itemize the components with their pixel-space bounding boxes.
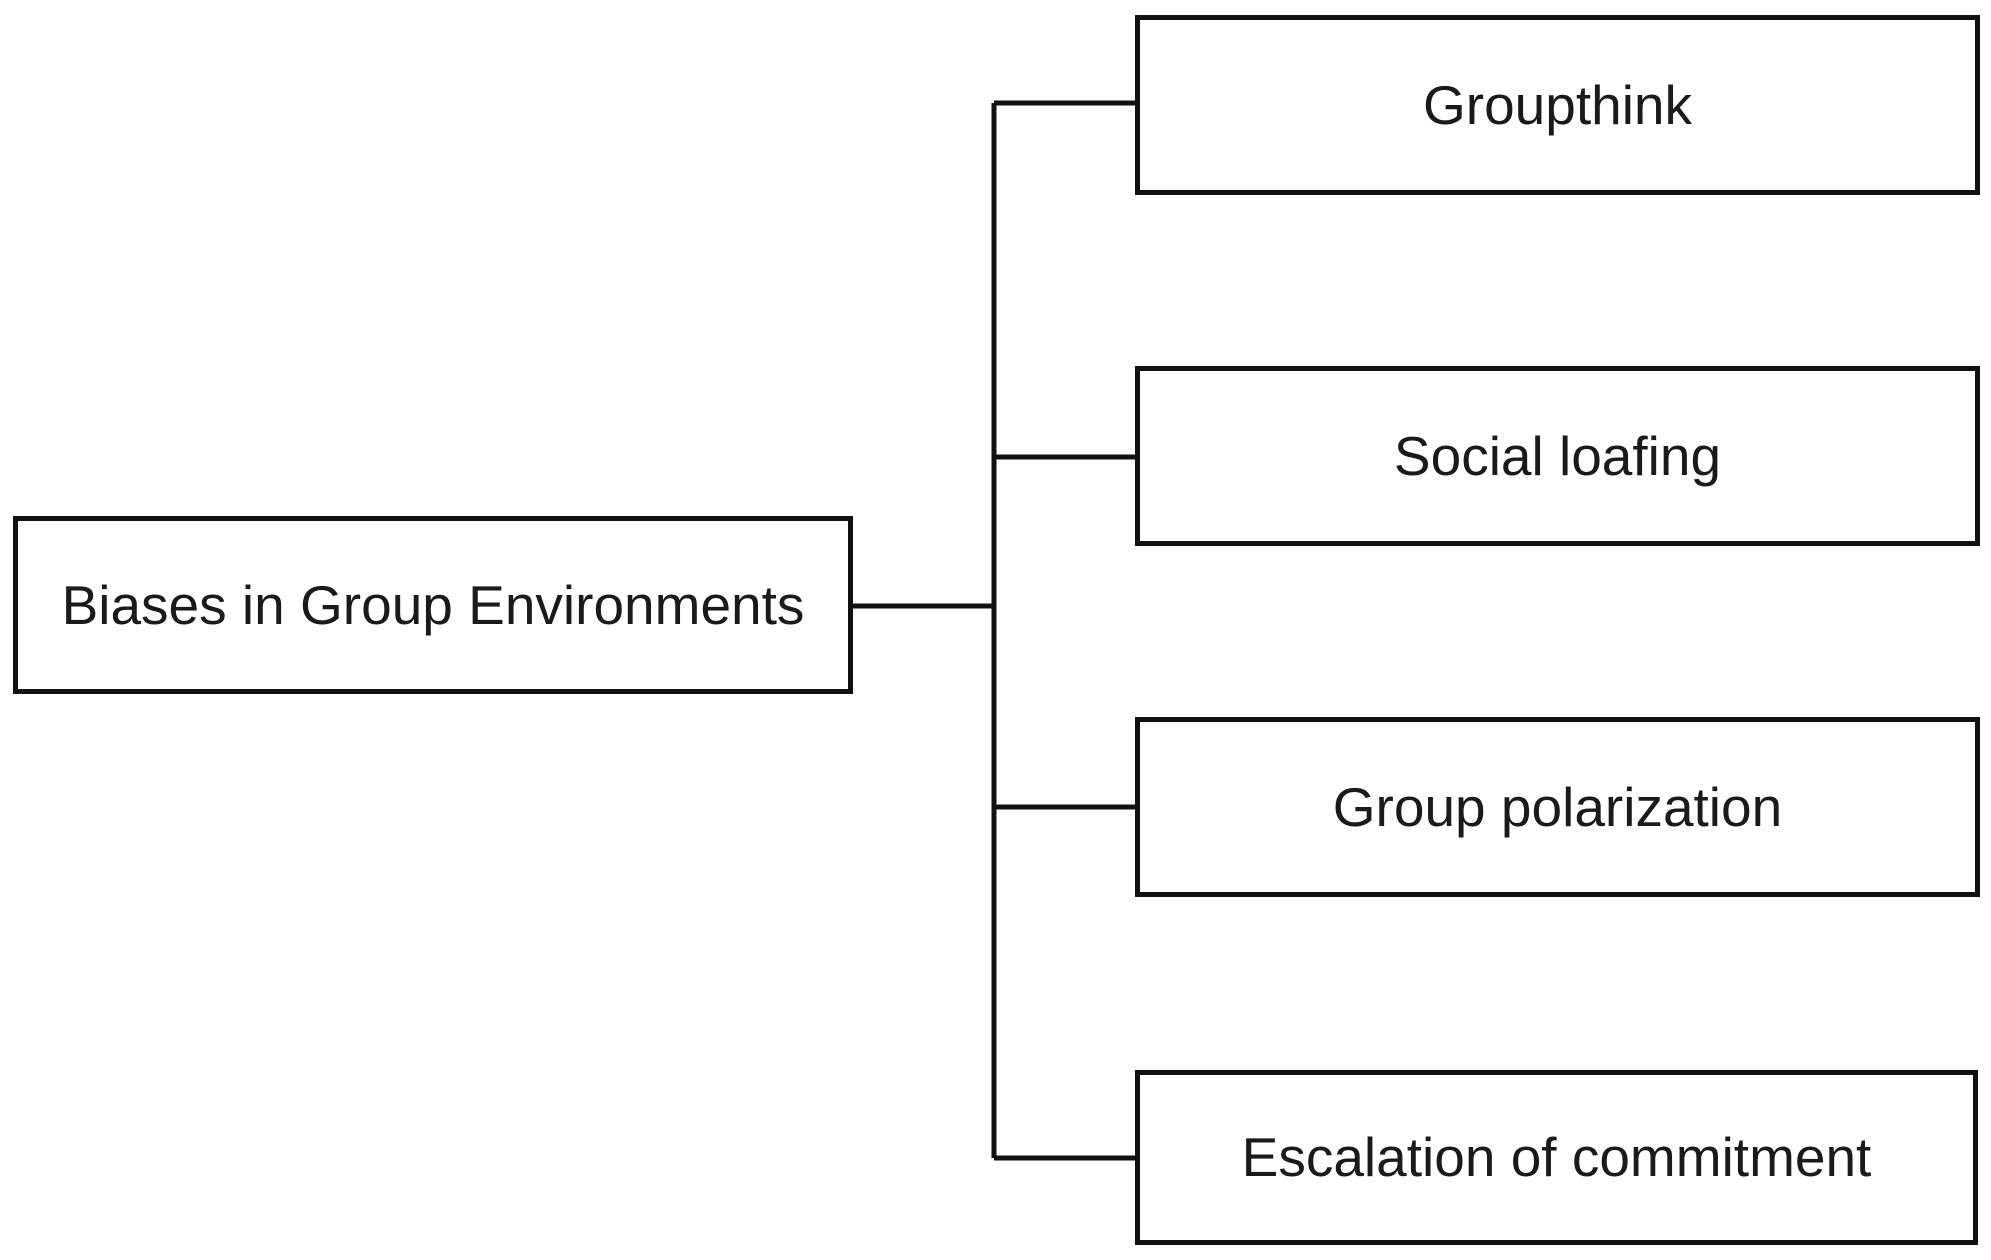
root-node-label: Biases in Group Environments: [61, 573, 805, 636]
child-node-label-social-loafing: Social loafing: [1393, 424, 1722, 487]
root-node[interactable]: Biases in Group Environments: [13, 516, 853, 694]
child-node-label-groupthink: Groupthink: [1422, 73, 1693, 136]
child-node-label-escalation-of-commitment: Escalation of commitment: [1241, 1126, 1872, 1189]
child-node-group-polarization[interactable]: Group polarization: [1135, 717, 1980, 897]
child-node-label-group-polarization: Group polarization: [1332, 775, 1783, 838]
child-node-escalation-of-commitment[interactable]: Escalation of commitment: [1135, 1070, 1978, 1245]
child-node-groupthink[interactable]: Groupthink: [1135, 15, 1980, 195]
child-node-social-loafing[interactable]: Social loafing: [1135, 366, 1980, 546]
